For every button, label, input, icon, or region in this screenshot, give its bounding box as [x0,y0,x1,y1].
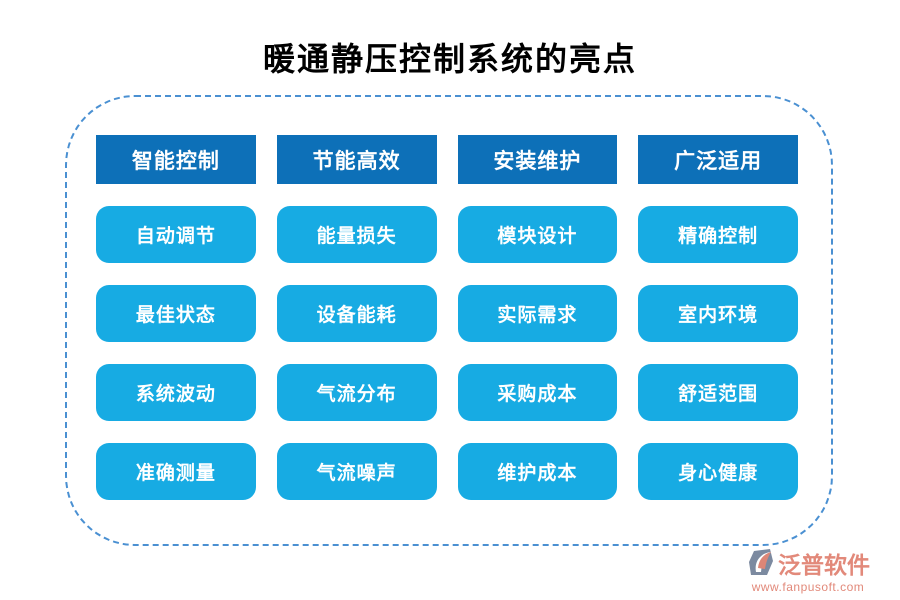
page-title: 暖通静压控制系统的亮点 [262,41,637,77]
item-button[interactable]: 系统波动 [96,364,256,421]
item-button[interactable]: 采购成本 [457,364,618,421]
item-button[interactable]: 室内环境 [638,285,798,342]
column-smart-control: 智能控制 自动调节 最佳状态 系统波动 准确测量 [96,135,256,500]
item-button[interactable]: 能量损失 [276,206,437,263]
column-wide-applicability: 广泛适用 精确控制 室内环境 舒适范围 身心健康 [638,135,798,500]
column-install-maintain: 安装维护 模块设计 实际需求 采购成本 维护成本 [457,135,618,500]
item-button[interactable]: 模块设计 [457,206,618,263]
brand-footer: 泛普软件 www.fanpusoft.com [728,546,888,594]
column-header-install-maintain[interactable]: 安装维护 [457,135,618,184]
item-button[interactable]: 设备能耗 [276,285,437,342]
column-header-wide-applicability[interactable]: 广泛适用 [638,135,798,184]
column-header-smart-control[interactable]: 智能控制 [96,135,256,184]
item-button[interactable]: 气流分布 [276,364,437,421]
brand-name: 泛普软件 [778,553,870,578]
item-button[interactable]: 自动调节 [96,206,256,263]
column-energy-saving: 节能高效 能量损失 设备能耗 气流分布 气流噪声 [276,135,437,500]
item-button[interactable]: 身心健康 [638,443,798,500]
item-button[interactable]: 维护成本 [457,443,618,500]
highlights-panel: 智能控制 自动调节 最佳状态 系统波动 准确测量 节能高效 能量损失 设备能耗 … [65,95,833,546]
column-header-energy-saving[interactable]: 节能高效 [276,135,437,184]
item-button[interactable]: 最佳状态 [96,285,256,342]
fanpu-logo-icon [749,549,773,575]
highlights-grid: 智能控制 自动调节 最佳状态 系统波动 准确测量 节能高效 能量损失 设备能耗 … [96,135,798,500]
item-button[interactable]: 实际需求 [457,285,618,342]
item-button[interactable]: 气流噪声 [276,443,437,500]
brand-url[interactable]: www.fanpusoft.com [751,580,865,594]
item-button[interactable]: 舒适范围 [638,364,798,421]
item-button[interactable]: 精确控制 [638,206,798,263]
item-button[interactable]: 准确测量 [96,443,256,500]
